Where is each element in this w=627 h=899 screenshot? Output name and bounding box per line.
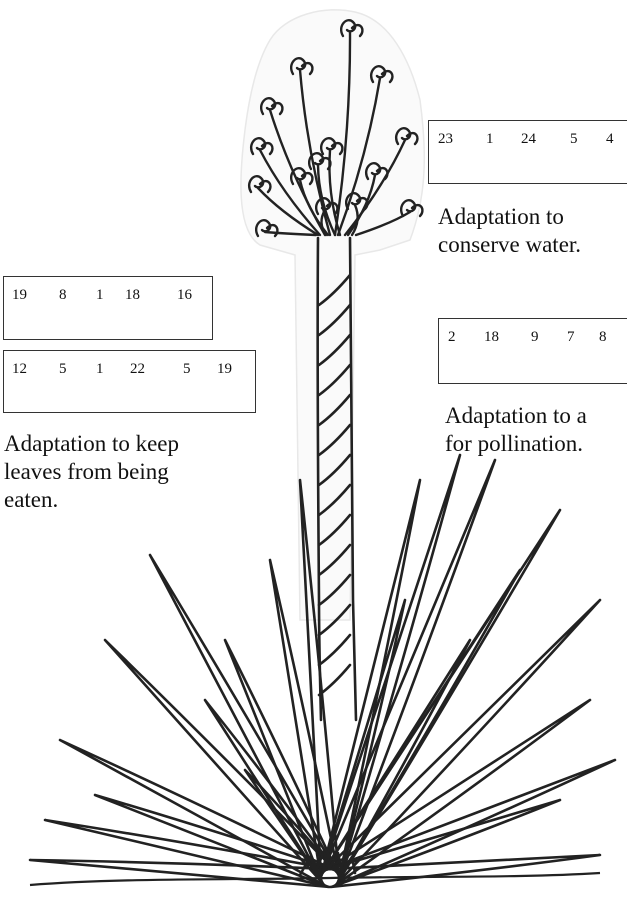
stalk-scale-mark	[319, 665, 350, 695]
code-number: 23	[438, 131, 453, 148]
stalk-scale-mark	[319, 635, 350, 665]
code-number: 24	[521, 131, 536, 148]
code-box-pollination: 2 18 9 7 8	[438, 318, 627, 384]
code-number: 8	[59, 287, 67, 304]
code-number: 19	[217, 361, 232, 378]
caption-water: Adaptation to conserve water.	[438, 203, 581, 259]
code-number: 5	[570, 131, 578, 148]
code-number: 8	[599, 329, 607, 346]
code-number: 22	[130, 361, 145, 378]
code-box-leaves-row1: 19 8 1 18 16	[3, 276, 213, 340]
code-number: 19	[12, 287, 27, 304]
code-number: 4	[606, 131, 614, 148]
code-box-water: 23 1 24 5 4	[428, 120, 627, 184]
code-box-leaves-row2: 12 5 1 22 5 19	[3, 350, 256, 413]
code-number: 1	[96, 361, 104, 378]
caption-leaves: Adaptation to keep leaves from being eat…	[4, 430, 179, 514]
code-number: 18	[125, 287, 140, 304]
code-number: 16	[177, 287, 192, 304]
code-number: 1	[486, 131, 494, 148]
code-number: 2	[448, 329, 456, 346]
caption-pollination: Adaptation to a for pollination.	[445, 402, 587, 458]
code-number: 1	[96, 287, 104, 304]
code-number: 12	[12, 361, 27, 378]
paper-cutout-edge	[241, 10, 424, 620]
code-number: 9	[531, 329, 539, 346]
code-number: 5	[183, 361, 191, 378]
code-number: 5	[59, 361, 67, 378]
code-number: 18	[484, 329, 499, 346]
code-number: 7	[567, 329, 575, 346]
